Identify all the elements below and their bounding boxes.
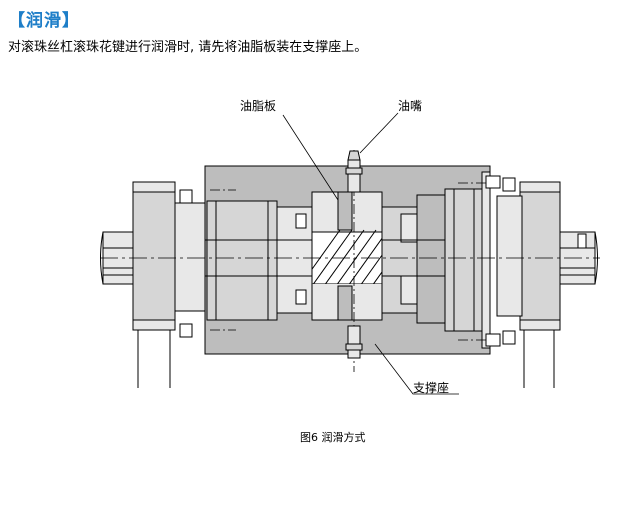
- label-grease-nipple: 油嘴: [398, 99, 422, 113]
- label-support-block: 支撑座: [413, 380, 449, 395]
- figure-caption: 图6 润滑方式: [300, 431, 366, 444]
- grease-plate: [337, 191, 353, 321]
- housing-dash-lines: [210, 182, 488, 341]
- grease-nipple: [345, 150, 363, 359]
- label-grease-plate: 油脂板: [240, 98, 276, 113]
- right-shaft-assembly: [496, 177, 598, 388]
- intro-text: 对滚珠丝杠滚珠花键进行润滑时, 请先将油脂板装在支撑座上。: [8, 40, 368, 55]
- section-title: 【润滑】: [8, 11, 80, 31]
- left-shaft-assembly: [100, 181, 206, 388]
- leader-lines: [282, 112, 459, 395]
